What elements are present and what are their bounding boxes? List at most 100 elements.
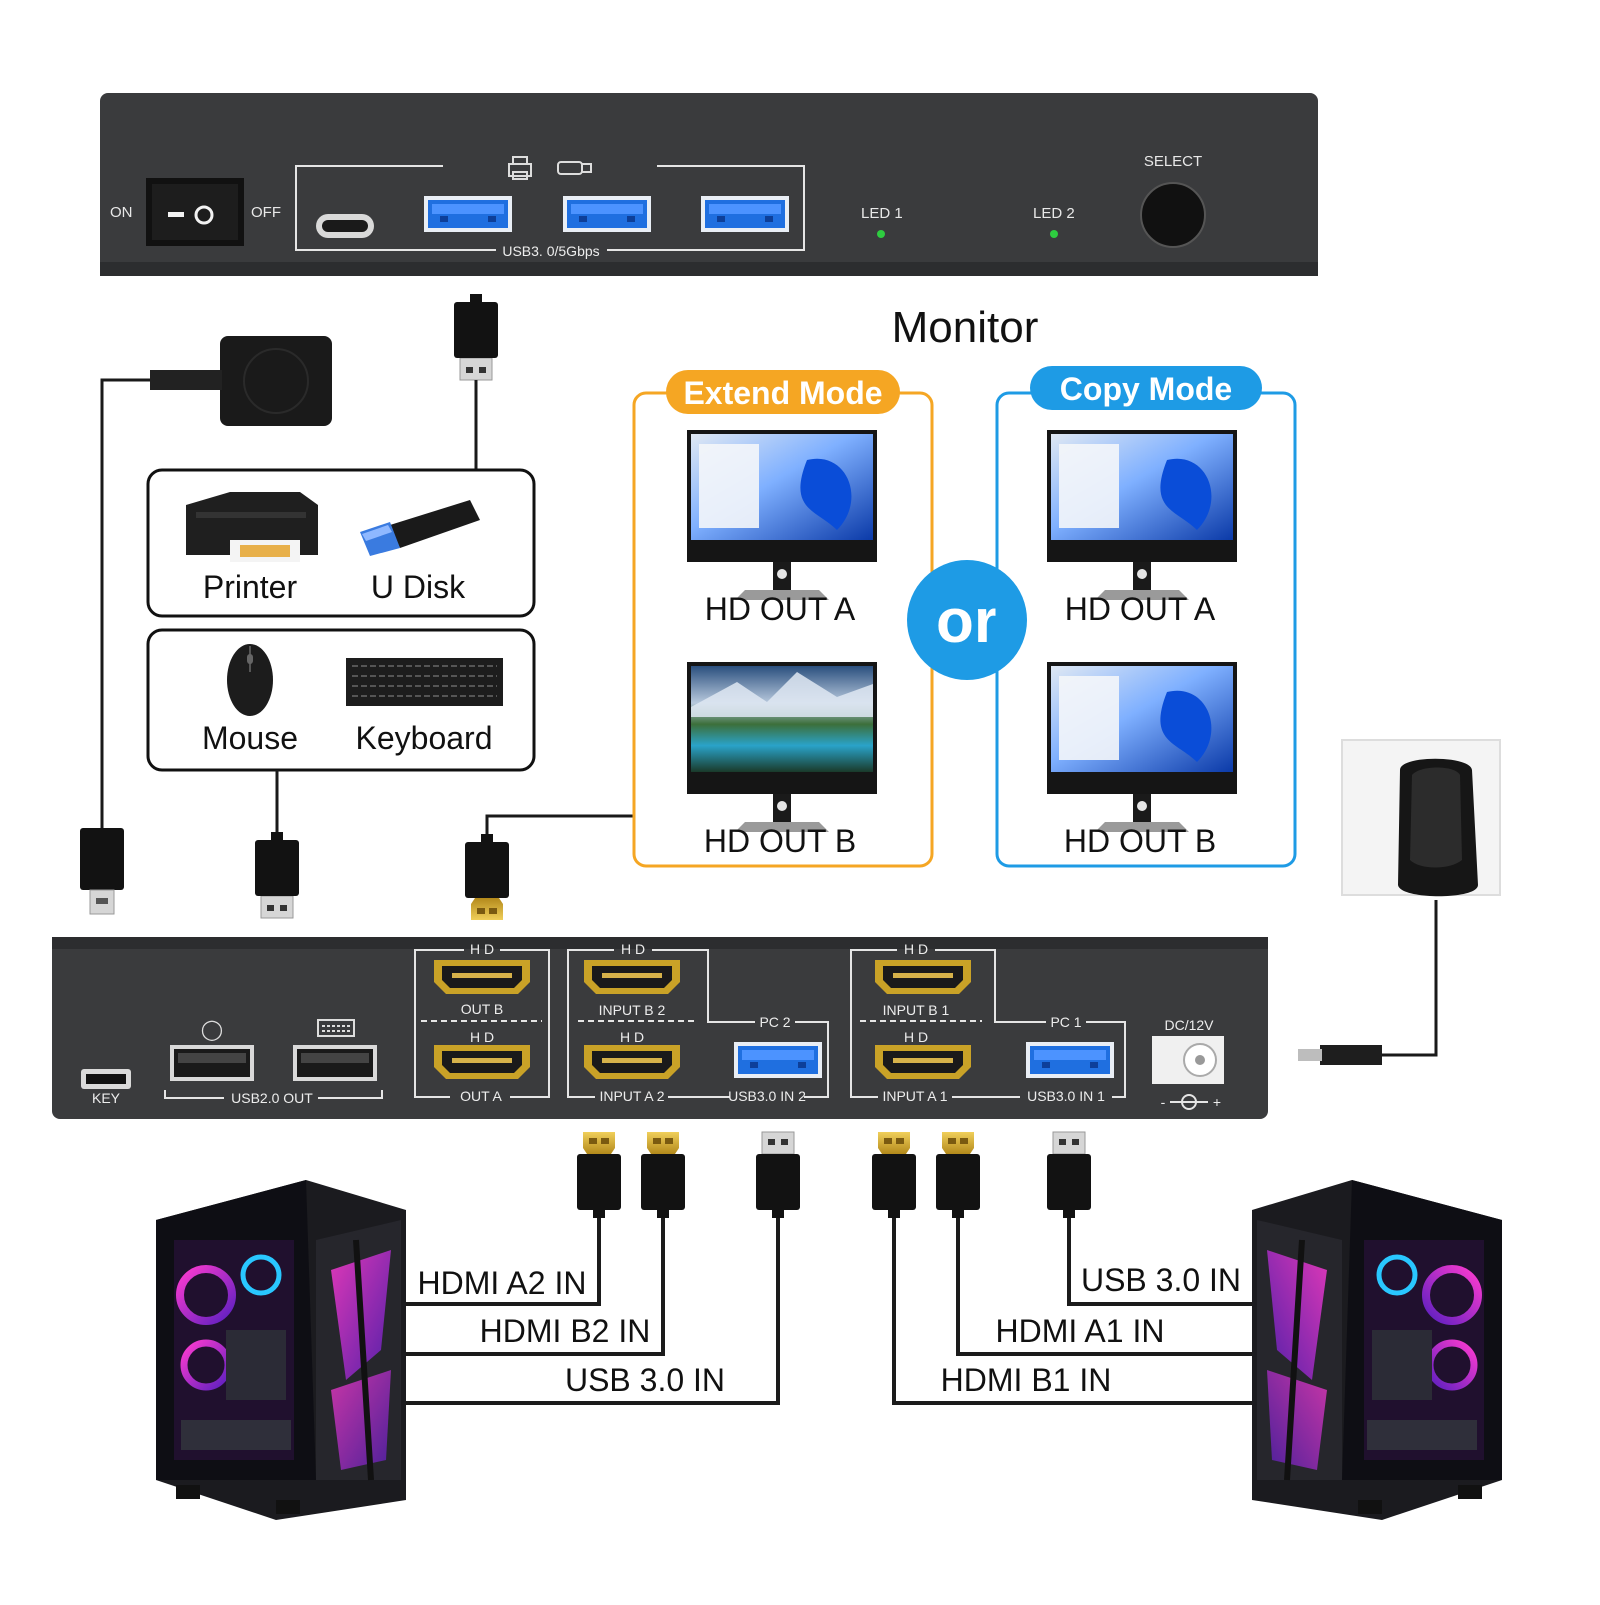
usb3-in1-label: USB3.0 IN 1 — [1027, 1088, 1105, 1104]
pc1-hdmi-b1-label: HDMI B1 IN — [941, 1362, 1112, 1398]
or-badge: or — [907, 560, 1027, 680]
mouse-keyboard-box: Mouse Keyboard — [146, 628, 536, 772]
key-port[interactable] — [81, 1069, 131, 1089]
udisk-icon — [360, 500, 480, 556]
copy-out-a-label: HD OUT A — [1065, 591, 1216, 627]
or-label: or — [936, 587, 998, 656]
pc2-hdmi-a2-plug — [577, 1132, 621, 1218]
hdmi-input-b1-port[interactable] — [875, 960, 971, 994]
polarity-plus: + — [1213, 1094, 1221, 1110]
front-usb-plug — [453, 293, 499, 381]
key-label: KEY — [92, 1090, 121, 1106]
hdmi-input-b2-port[interactable] — [584, 960, 680, 994]
extend-out-b-label: HD OUT B — [704, 823, 856, 859]
usb-drive-small-icon — [557, 161, 592, 175]
usb2-out-group: ◯ USB2.0 OUT — [164, 1019, 383, 1106]
copy-monitor-b — [1047, 662, 1237, 832]
mouse-icon — [227, 644, 273, 716]
monitor-hdmi-plug — [465, 834, 509, 920]
usb-c-port[interactable] — [316, 214, 374, 238]
pc2-hdmi-b2-label: HDMI B2 IN — [480, 1313, 651, 1349]
input-b2-hd-label: H D — [621, 941, 645, 957]
input-b2-label: INPUT B 2 — [599, 1002, 666, 1018]
input-a1-label: INPUT A 1 — [882, 1088, 947, 1104]
usb2-out-label: USB2.0 OUT — [231, 1090, 313, 1106]
select-button[interactable] — [1140, 182, 1206, 248]
pc2-hdmi-a2-label: HDMI A2 IN — [418, 1265, 587, 1301]
pc1-usb-plug — [1046, 1131, 1092, 1219]
out-b-hd-label: H D — [470, 941, 494, 957]
input-b1-hd-label: H D — [904, 941, 928, 957]
pc2-label: PC 2 — [759, 1014, 790, 1030]
usb3-in2-port[interactable] — [734, 1042, 822, 1078]
pc1-hdmi-a1-plug — [936, 1132, 980, 1218]
micro-usb-plug — [80, 828, 124, 915]
printer-udisk-box: Printer U Disk — [146, 468, 536, 618]
extend-out-a-label: HD OUT A — [705, 591, 856, 627]
extend-monitor-b — [687, 662, 877, 832]
extend-mode-title: Extend Mode — [683, 375, 882, 411]
pc1-input-group: H D INPUT B 1 H D INPUT A 1 PC 1 USB3.0 … — [850, 941, 1126, 1104]
out-b-label: OUT B — [461, 1001, 504, 1017]
front-cables: Printer U Disk Mouse Keyboard — [80, 293, 634, 920]
mouse-port-icon: ◯ — [201, 1019, 223, 1041]
dc-label: DC/12V — [1164, 1017, 1214, 1033]
keyboard-port-icon — [317, 1019, 355, 1037]
copy-mode-title: Copy Mode — [1060, 371, 1232, 407]
keyboard-label: Keyboard — [356, 720, 493, 756]
hdmi-input-a2-port[interactable] — [584, 1045, 680, 1079]
usb2-out-port-2[interactable] — [293, 1045, 377, 1081]
keyboard-usb-plug — [254, 831, 300, 919]
copy-monitor-a — [1047, 430, 1237, 600]
keyboard-icon — [346, 658, 503, 706]
front-usb-group: USB3. 0/5Gbps — [295, 156, 805, 259]
pc2-hdmi-b2-plug — [641, 1132, 685, 1218]
dc-power-group: DC/12V - + — [1152, 1017, 1224, 1110]
pc1-usb3-label: USB 3.0 IN — [1081, 1262, 1241, 1298]
front-panel: ON OFF USB3. 0/5Gbps — [100, 93, 1318, 276]
front-usb3-port-1[interactable] — [424, 196, 512, 232]
pc2-usb-plug — [755, 1131, 801, 1219]
front-usb3-port-2[interactable] — [563, 196, 651, 232]
extend-monitor-a — [687, 430, 877, 600]
pc1-hdmi-b1-plug — [872, 1132, 916, 1218]
input-a2-label: INPUT A 2 — [599, 1088, 664, 1104]
printer-icon — [186, 492, 318, 562]
pc2-computer — [156, 1180, 406, 1520]
rear-panel: KEY ◯ USB2.0 OUT H D OUT B H D OUT A — [52, 937, 1268, 1119]
pc2-input-group: H D INPUT B 2 H D INPUT A 2 PC 2 USB3.0 … — [567, 941, 829, 1104]
pc1-label: PC 1 — [1050, 1014, 1081, 1030]
power-switch[interactable] — [146, 178, 244, 246]
hdmi-out-a-port[interactable] — [434, 1045, 530, 1079]
pc2-usb3-label: USB 3.0 IN — [565, 1362, 725, 1398]
printer-label: Printer — [203, 569, 298, 605]
led2-indicator — [1050, 230, 1058, 238]
monitor-section: Monitor Extend Mode HD OUT A HD OUT B — [632, 303, 1297, 868]
usb3-in2-label: USB3.0 IN 2 — [728, 1088, 806, 1104]
led1-label: LED 1 — [861, 205, 903, 222]
led1-indicator — [877, 230, 885, 238]
pc-cables: HDMI A2 IN HDMI B2 IN USB 3.0 IN USB 3.0… — [400, 1131, 1256, 1405]
mouse-label: Mouse — [202, 720, 298, 756]
input-b1-label: INPUT B 1 — [883, 1002, 950, 1018]
select-label: SELECT — [1144, 153, 1202, 170]
printer-small-icon — [508, 156, 532, 180]
hdmi-out-group: H D OUT B H D OUT A — [414, 941, 550, 1104]
input-a2-hd-label: H D — [620, 1029, 644, 1045]
pc1-hdmi-a1-label: HDMI A1 IN — [996, 1313, 1165, 1349]
hdmi-input-a1-port[interactable] — [875, 1045, 971, 1079]
copy-mode-panel: Copy Mode HD OUT A HD OUT B — [995, 366, 1297, 868]
hdmi-out-b-port[interactable] — [434, 960, 530, 994]
mouse-dongle-hub — [100, 336, 332, 828]
power-off-label: OFF — [251, 204, 281, 221]
out-a-hd-label: H D — [470, 1029, 494, 1045]
input-a1-hd-label: H D — [904, 1029, 928, 1045]
front-usb3-port-3[interactable] — [701, 196, 789, 232]
extend-mode-panel: Extend Mode HD OUT A HD OUT B — [632, 370, 934, 868]
usb-speed-label: USB3. 0/5Gbps — [502, 243, 599, 259]
usb2-out-port-1[interactable] — [170, 1045, 254, 1081]
polarity-minus: - — [1161, 1094, 1166, 1110]
pc1-computer — [1252, 1180, 1502, 1520]
power-adapter — [1298, 739, 1501, 1065]
usb3-in1-port[interactable] — [1026, 1042, 1114, 1078]
